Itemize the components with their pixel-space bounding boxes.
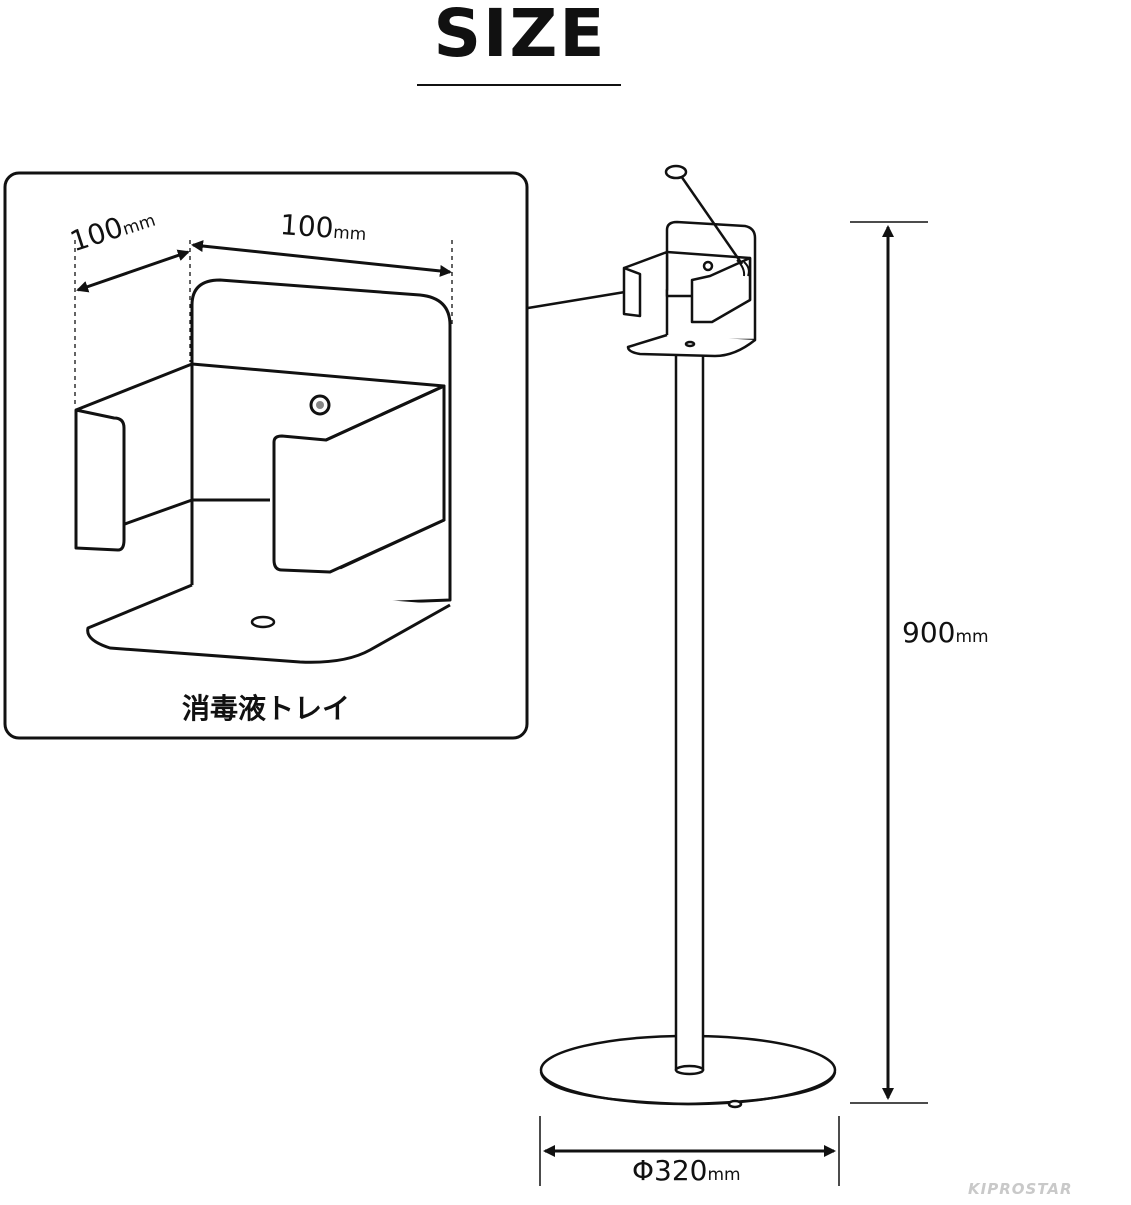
stand-tray-hole bbox=[702, 260, 714, 272]
tray-holder-inner bbox=[121, 364, 270, 527]
stand-pole bbox=[674, 350, 705, 1072]
dimension-arrow-left bbox=[76, 249, 190, 293]
tray-width-right-label: 100mm bbox=[279, 208, 368, 250]
stand-chain bbox=[679, 175, 744, 265]
page-title: SIZE bbox=[433, 0, 607, 72]
base-diameter-value: Φ320 bbox=[632, 1154, 708, 1187]
detail-inset-frame bbox=[3, 171, 529, 740]
tray-width-left-unit: mm bbox=[120, 210, 159, 240]
stand-height-value: 900 bbox=[902, 616, 956, 649]
tray-detail bbox=[74, 278, 452, 664]
stand-height-label: 900mm bbox=[902, 618, 989, 652]
tray-left-tab bbox=[74, 408, 126, 552]
screw-hole-inner bbox=[316, 401, 324, 409]
stand-base-rim bbox=[539, 1071, 837, 1106]
tray-right-tab bbox=[272, 384, 446, 574]
dimension-arrow-right bbox=[191, 240, 452, 277]
tray-right-tab-top bbox=[325, 384, 445, 442]
base-diameter-unit: mm bbox=[707, 1165, 741, 1185]
bottom-hole bbox=[250, 615, 276, 629]
stand-clip bbox=[736, 259, 750, 277]
stand bbox=[539, 220, 837, 1109]
stand-tray-left-tab bbox=[622, 266, 642, 318]
base-diameter-label: Φ320mm bbox=[632, 1156, 741, 1190]
title-underline bbox=[417, 84, 621, 86]
stand-tray-bottom-hole bbox=[684, 340, 696, 348]
stand-pole-bottom bbox=[674, 1064, 705, 1076]
tray-caption: 消毒液トレイ bbox=[181, 692, 350, 725]
tray-width-right-unit: mm bbox=[332, 222, 367, 246]
stand-ring bbox=[664, 164, 688, 180]
brand-watermark: KIPROSTAR bbox=[968, 1180, 1073, 1198]
leader-line bbox=[527, 290, 626, 310]
stand-tray-right-tab bbox=[690, 256, 752, 324]
stand-base-foot bbox=[727, 1099, 743, 1109]
tray-width-right-value: 100 bbox=[279, 208, 335, 245]
stand-height-unit: mm bbox=[955, 627, 989, 647]
